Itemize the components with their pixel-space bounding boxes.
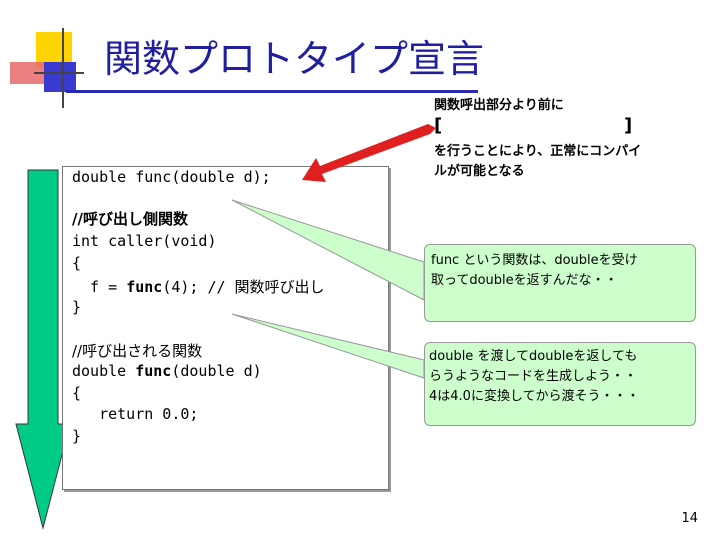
caller-comment: //呼び出し側関数 [72,210,188,228]
speech-bubble-caller: func という関数は、doubleを受け 取ってdoubleを返すんだな・・ [424,244,696,322]
top-note-brackets: [ ] [434,116,704,142]
bubble2-line2: らうようなコードを生成しよう・・ [429,369,638,384]
callee-close-brace: } [72,427,82,445]
pointer-arrow [302,124,436,182]
flow-down-arrow [15,169,71,530]
code-card [62,166,389,490]
call-line: f = func(4); // 関数呼び出し [72,276,325,297]
bubble1-line2: 取ってdoubleを返すんだな・・ [431,273,618,288]
speech-bubble-callee: double を渡してdoubleを返しても らうようなコードを生成しよう・・ … [424,342,696,426]
callee-suffix: (double d) [171,362,262,380]
prototype-line: double func(double d); [72,168,271,186]
title-underline [66,90,478,93]
horizontal-line [34,72,84,74]
bubble2-line3: 4は4.0に変換してから渡そう・・・ [429,389,640,404]
call-prefix: f = [72,278,127,296]
return-line: return 0.0; [72,405,199,423]
title-decoration [0,0,110,110]
bubble1-text: func という関数は、doubleを受け 取ってdoubleを返すんだな・・ [431,251,693,291]
caller-close-brace: } [72,298,82,316]
bubble2-line1: double を渡してdoubleを返しても [429,349,638,364]
callee-open-brace: { [72,384,82,402]
top-note-line4: ルが可能となる [434,164,525,179]
call-func: func [126,278,163,296]
caller-signature: int caller(void) [72,232,217,250]
top-note: 関数呼出部分より前に [ ] を行うことにより、正常にコンパイ ルが可能となる [434,96,704,182]
red-square [10,62,46,84]
callee-signature: double func(double d) [72,362,262,380]
call-suffix: (4); // 関数呼び出し [162,278,325,296]
vertical-line [62,28,64,108]
bracket-open: [ [434,115,443,136]
top-note-line3: を行うことにより、正常にコンパイ [434,144,642,159]
page-number: 14 [681,511,698,526]
callee-prefix: double [72,362,136,380]
blue-square [44,62,76,92]
callee-func: func [135,362,172,380]
caller-open-brace: { [72,254,82,272]
page-title: 関数プロトタイプ宣言 [104,37,485,81]
bubble1-line1: func という関数は、doubleを受け [431,253,638,268]
bubble2-text: double を渡してdoubleを返しても らうようなコードを生成しよう・・ … [429,347,693,407]
callee-comment: //呼び出される関数 [72,342,203,360]
top-note-line1: 関数呼出部分より前に [434,98,564,113]
bracket-close: ] [624,115,633,136]
